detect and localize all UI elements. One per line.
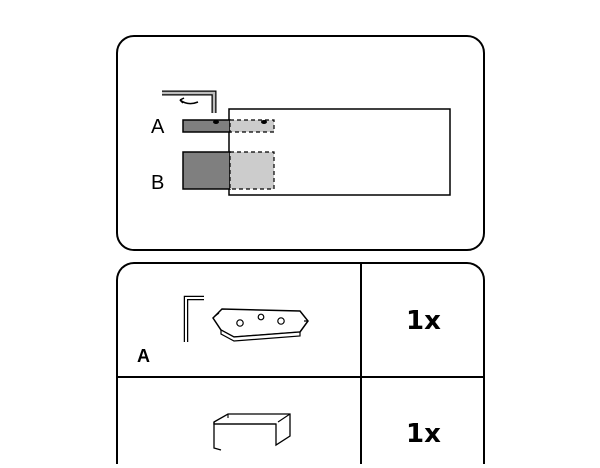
parts-table: A 1x 1x (116, 262, 485, 464)
plate-a-light (229, 119, 275, 133)
table-column-divider (360, 264, 362, 464)
assembly-illustration: A B (151, 90, 451, 196)
screw-hole (257, 313, 265, 321)
block-b-light (229, 151, 275, 190)
part-quantity: 1x (406, 419, 441, 449)
screw-hole (277, 317, 285, 325)
u-channel-bracket-icon (213, 413, 291, 451)
label-a: A (151, 116, 165, 138)
block-b-dark (182, 151, 231, 190)
screw-hole (236, 319, 244, 327)
table-row-divider (118, 376, 483, 378)
part-label: A (137, 346, 150, 366)
part-a-illustration (183, 295, 309, 342)
hex-key-icon (183, 295, 204, 342)
part-quantity: 1x (406, 306, 441, 336)
mounting-plate-icon (212, 308, 309, 342)
label-b: B (151, 172, 164, 194)
plate-a-dark (182, 119, 231, 133)
part-b-illustration (213, 413, 291, 451)
hex-key-icon (162, 90, 217, 113)
assembly-illustration-panel: A B (116, 35, 485, 251)
screw-hole (261, 120, 267, 124)
screw-hole (213, 120, 219, 124)
rotate-arrow-icon (179, 97, 199, 105)
